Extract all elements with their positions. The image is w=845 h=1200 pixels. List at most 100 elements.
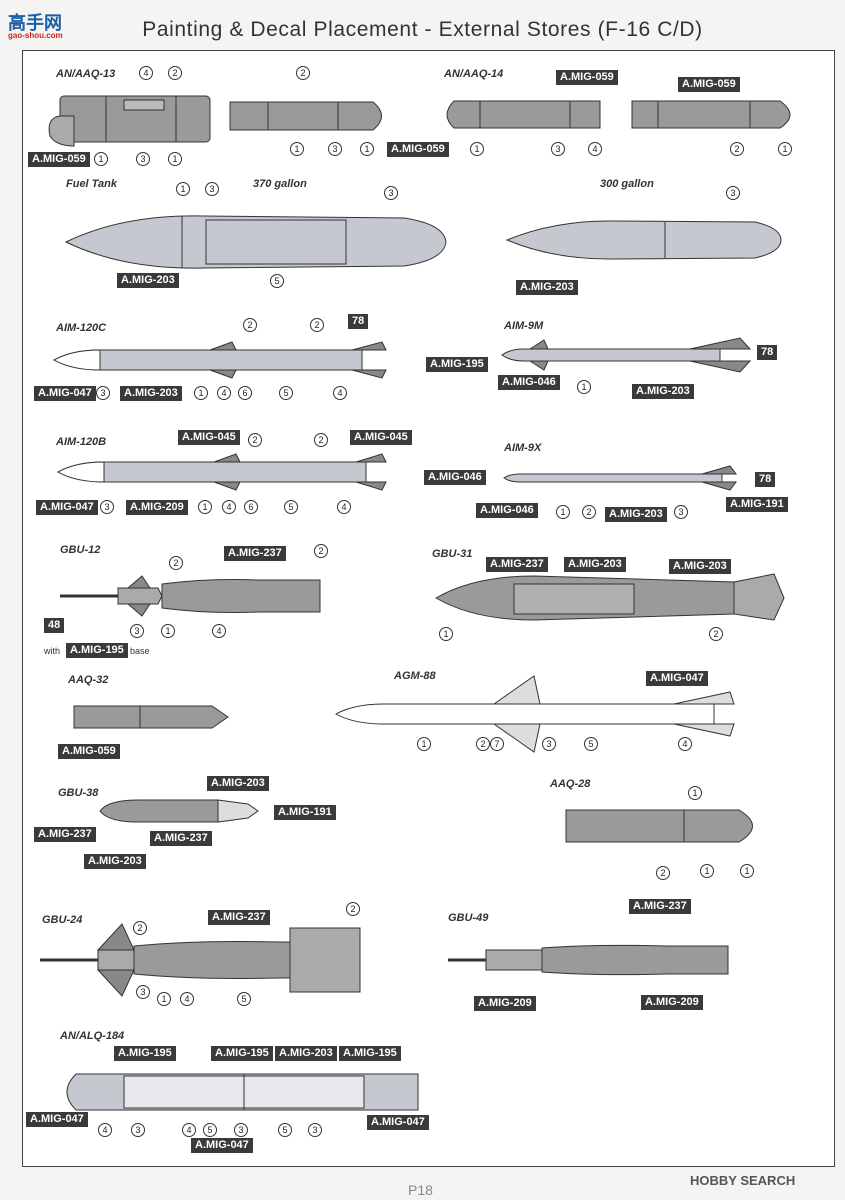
- decal-ref: 78: [757, 345, 778, 360]
- aim-120b-drawing: [56, 453, 387, 491]
- decal-marker: 5: [284, 500, 298, 514]
- paint-ref: A.MIG-191: [274, 805, 336, 820]
- aaq-28-drawing: [565, 809, 753, 843]
- paint-ref: A.MIG-203: [669, 559, 731, 574]
- paint-ref: A.MIG-195: [66, 643, 128, 658]
- decal-marker: 3: [131, 1123, 145, 1137]
- decal-ref: 78: [348, 314, 369, 329]
- paint-ref: A.MIG-237: [629, 899, 691, 914]
- paint-ref: A.MIG-046: [424, 470, 486, 485]
- decal-marker: 2: [346, 902, 360, 916]
- decal-ref: 78: [755, 472, 776, 487]
- aaq14-pod-side-drawing: [446, 100, 601, 129]
- aaq-28-label: AAQ-28: [550, 778, 591, 790]
- decal-marker: 5: [279, 386, 293, 400]
- note-with: with: [44, 646, 61, 656]
- decal-marker: 4: [678, 737, 692, 751]
- page-number: P18: [408, 1182, 433, 1198]
- aaq14-pod-top-drawing: [631, 100, 791, 129]
- decal-marker: 1: [198, 500, 212, 514]
- paint-ref: A.MIG-195: [211, 1046, 273, 1061]
- decal-marker: 2: [133, 921, 147, 935]
- decal-marker: 1: [157, 992, 171, 1006]
- paint-ref: A.MIG-203: [632, 384, 694, 399]
- decal-marker: 1: [700, 864, 714, 878]
- watermark: HOBBY SEARCH: [690, 1173, 796, 1188]
- paint-ref: A.MIG-209: [641, 995, 703, 1010]
- decal-marker: 4: [333, 386, 347, 400]
- decal-marker: 3: [130, 624, 144, 638]
- decal-marker: 1: [740, 864, 754, 878]
- decal-marker: 2: [314, 433, 328, 447]
- alq-184-drawing: [66, 1073, 419, 1111]
- decal-marker: 2: [582, 505, 596, 519]
- decal-marker: 2: [709, 627, 723, 641]
- decal-marker: 3: [136, 985, 150, 999]
- decal-marker: 3: [136, 152, 150, 166]
- gbu-38-drawing: [99, 799, 259, 823]
- aim-9x-drawing: [503, 465, 737, 491]
- decal-marker: 1: [194, 386, 208, 400]
- agm-88-drawing: [334, 675, 735, 753]
- decal-ref: 48: [44, 618, 65, 633]
- paint-ref: A.MIG-059: [678, 77, 740, 92]
- decal-marker: 5: [278, 1123, 292, 1137]
- paint-ref: A.MIG-195: [114, 1046, 176, 1061]
- decal-marker: 4: [217, 386, 231, 400]
- decal-marker: 1: [94, 152, 108, 166]
- gbu-24-drawing: [40, 923, 361, 997]
- paint-ref: A.MIG-059: [387, 142, 449, 157]
- decal-marker: 4: [139, 66, 153, 80]
- paint-ref: A.MIG-203: [117, 273, 179, 288]
- logo-url: gao-shou.com: [8, 31, 63, 40]
- aim-9x-label: AIM-9X: [504, 442, 542, 454]
- paint-ref: A.MIG-045: [178, 430, 240, 445]
- paint-ref: A.MIG-237: [224, 546, 286, 561]
- paint-ref: A.MIG-237: [486, 557, 548, 572]
- fuel-tank-label: Fuel Tank: [66, 178, 117, 190]
- decal-marker: 4: [337, 500, 351, 514]
- paint-ref: A.MIG-191: [726, 497, 788, 512]
- 300-gallon-label: 300 gallon: [600, 178, 654, 190]
- decal-marker: 5: [203, 1123, 217, 1137]
- paint-ref: A.MIG-047: [367, 1115, 429, 1130]
- decal-marker: 3: [726, 186, 740, 200]
- aim-9m-label: AIM-9M: [504, 320, 544, 332]
- decal-marker: 1: [439, 627, 453, 641]
- decal-marker: 4: [588, 142, 602, 156]
- decal-marker: 2: [168, 66, 182, 80]
- site-logo: 高手网 gao-shou.com: [4, 5, 74, 40]
- decal-marker: 1: [168, 152, 182, 166]
- page-title: Painting & Decal Placement - External St…: [142, 18, 703, 41]
- decal-marker: 1: [161, 624, 175, 638]
- aaq-32-label: AAQ-32: [68, 674, 109, 686]
- aaq13-pod-side-drawing: [48, 95, 211, 147]
- decal-marker: 3: [234, 1123, 248, 1137]
- decal-marker: 4: [222, 500, 236, 514]
- decal-marker: 3: [384, 186, 398, 200]
- decal-marker: 4: [98, 1123, 112, 1137]
- decal-marker: 1: [176, 182, 190, 196]
- alq-184-label: AN/ALQ-184: [60, 1030, 125, 1042]
- aim-120c-drawing: [52, 341, 387, 379]
- aaq-32-drawing: [73, 705, 229, 729]
- decal-marker: 3: [328, 142, 342, 156]
- decal-marker: 2: [476, 737, 490, 751]
- decal-marker: 2: [243, 318, 257, 332]
- decal-marker: 4: [212, 624, 226, 638]
- paint-ref: A.MIG-045: [350, 430, 412, 445]
- fuel-tank-370-drawing: [64, 215, 447, 269]
- decal-marker: 1: [577, 380, 591, 394]
- gbu-24-label: GBU-24: [42, 914, 83, 926]
- agm-88-label: AGM-88: [394, 670, 436, 682]
- aim-120c-label: AIM-120C: [56, 322, 107, 334]
- paint-ref: A.MIG-047: [26, 1112, 88, 1127]
- gbu-12-drawing: [60, 575, 321, 617]
- paint-ref: A.MIG-203: [605, 507, 667, 522]
- decal-marker: 3: [100, 500, 114, 514]
- gbu-49-drawing: [448, 944, 729, 976]
- paint-ref: A.MIG-059: [58, 744, 120, 759]
- decal-marker: 2: [248, 433, 262, 447]
- decal-marker: 2: [656, 866, 670, 880]
- paint-ref: A.MIG-047: [646, 671, 708, 686]
